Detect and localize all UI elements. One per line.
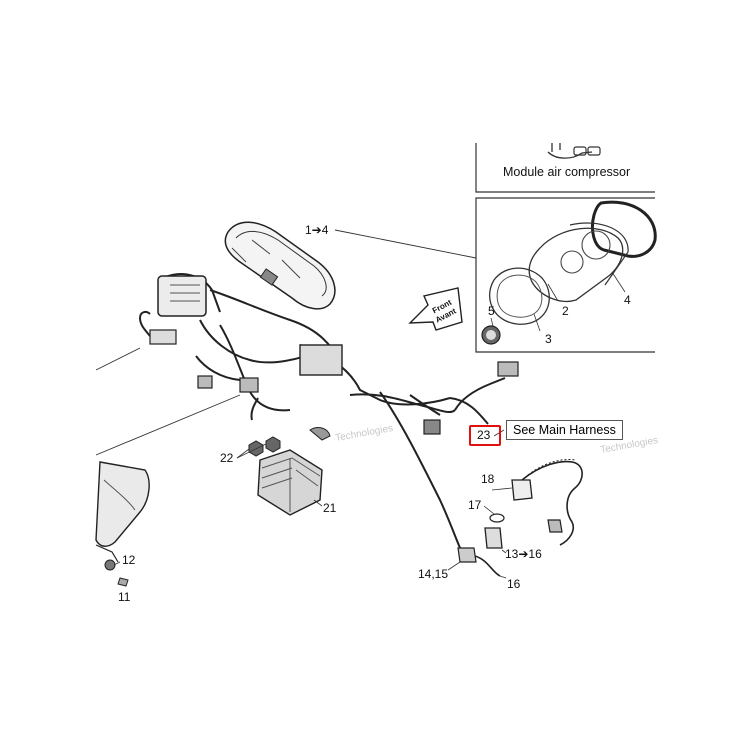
main-harness bbox=[138, 273, 519, 553]
callout-4: 4 bbox=[624, 293, 631, 307]
callout-23: 23 bbox=[477, 428, 491, 442]
callout-13-16: 13➔16 bbox=[505, 547, 542, 561]
callout-14-15: 14,15 bbox=[418, 567, 449, 581]
inset-module-air-compressor bbox=[475, 143, 655, 193]
taillight bbox=[95, 461, 150, 587]
callout-2: 2 bbox=[562, 304, 569, 318]
callout-12: 12 bbox=[122, 553, 136, 567]
front-arrow bbox=[408, 287, 463, 331]
callout-5: 5 bbox=[488, 304, 495, 318]
regulator-21 bbox=[248, 427, 331, 516]
leader-1-4 bbox=[334, 229, 477, 259]
callout-18: 18 bbox=[481, 472, 495, 486]
main-gauge-cluster bbox=[224, 221, 336, 310]
callout-11: 11 bbox=[118, 590, 131, 604]
switch-assembly bbox=[447, 459, 583, 579]
callout-23-highlight bbox=[469, 425, 501, 446]
callout-21: 21 bbox=[323, 501, 337, 515]
callout-3: 3 bbox=[545, 332, 552, 346]
callout-22: 22 bbox=[220, 451, 234, 465]
inset-caption: Module air compressor bbox=[503, 165, 631, 179]
inset-gauge-cluster bbox=[475, 197, 657, 353]
see-main-harness-note: See Main Harness bbox=[506, 420, 623, 440]
callout-1-4: 1➔4 bbox=[305, 223, 329, 237]
callout-16: 16 bbox=[507, 577, 521, 591]
callout-17: 17 bbox=[468, 498, 482, 512]
